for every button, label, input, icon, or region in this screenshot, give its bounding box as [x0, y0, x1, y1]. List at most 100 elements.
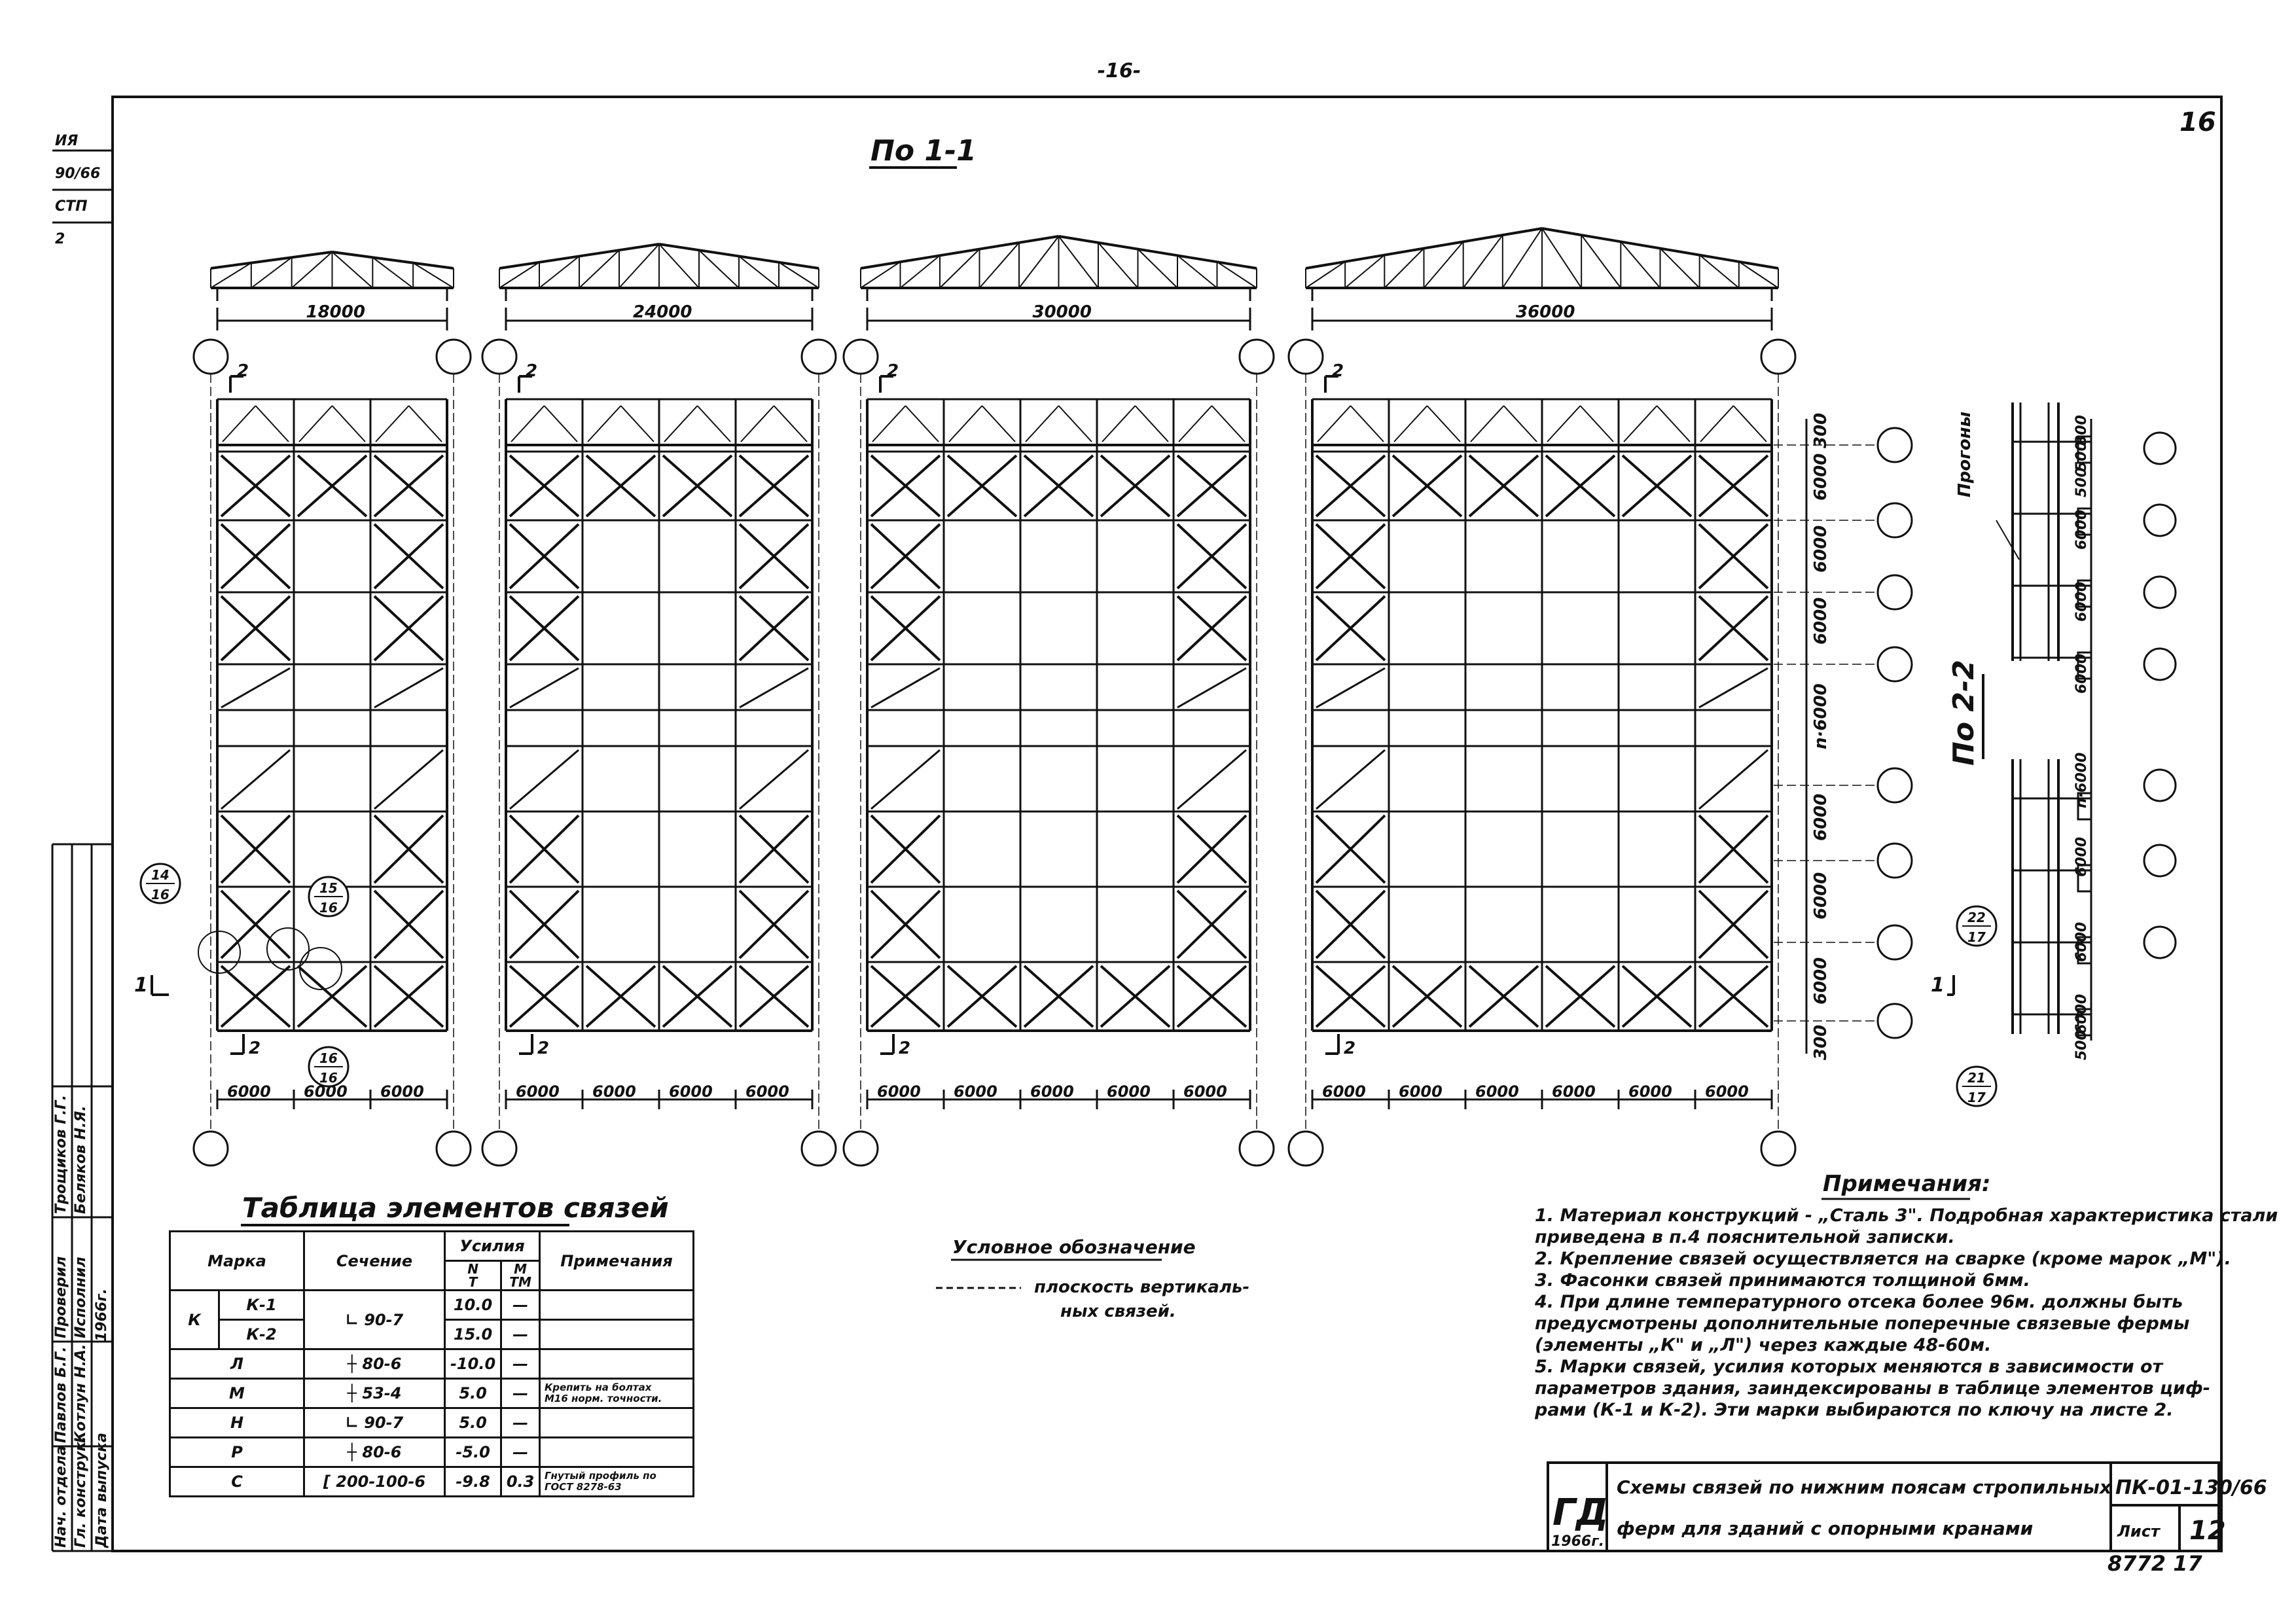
x-brace [509, 749, 579, 810]
axis-circle [800, 338, 837, 375]
band-diagonal [981, 405, 1016, 442]
band-diagonal [1503, 405, 1537, 442]
x-brace [509, 814, 580, 884]
x-brace [738, 454, 810, 518]
note-line: 4. При длине температурного отсека более… [1535, 1292, 2183, 1312]
strip-role: Нач. отдела [53, 1446, 69, 1548]
title-block-title-1: Схемы связей по нижним поясам стропильны… [1617, 1476, 2112, 1498]
truss-diagonal [658, 243, 700, 289]
band-diagonal [905, 405, 939, 442]
table-row: Л ┼ 80-6 -10.0 — [169, 1348, 694, 1380]
strip-role: Дата выпуска [94, 1433, 110, 1548]
legend-text-2: ных связей. [1060, 1302, 1176, 1321]
truss-diagonal [1344, 254, 1385, 289]
truss-diagonal [1581, 234, 1622, 289]
x-brace [509, 667, 579, 709]
x-brace [870, 523, 941, 590]
truss-diagonal [1018, 236, 1060, 289]
span-dimension: 36000 [1516, 302, 1575, 322]
x-brace [1023, 965, 1094, 1028]
truss-diagonal [899, 255, 941, 289]
axis-circle [2143, 844, 2177, 878]
callout-bottom: 16 [319, 1070, 338, 1086]
band-diagonal [1178, 405, 1213, 442]
table-row: К К-1 ∟ 90-7 10.0 — [169, 1289, 694, 1350]
x-brace [1698, 965, 1769, 1028]
truss-diagonal [698, 249, 740, 289]
callout-bottom: 17 [1967, 929, 1986, 945]
cell-section: [ 200-100-6 [303, 1466, 446, 1497]
bay-dimension: 6000 [1552, 1082, 1596, 1101]
axis-circle [2143, 768, 2177, 802]
cell-note [539, 1407, 694, 1438]
x-brace [738, 814, 810, 884]
bay-dimension: 6000 [1322, 1082, 1366, 1101]
axis-circle [2143, 431, 2177, 465]
x-brace [1545, 454, 1616, 518]
section-mark-label: 2 [887, 361, 899, 381]
table-row: М ┼ 53-4 5.0 — Крепить на болтах М16 нор… [169, 1378, 694, 1409]
cell-n: 5.0 [443, 1407, 503, 1438]
x-brace [1176, 814, 1247, 884]
band-diagonal [298, 405, 333, 442]
purlins-label: Прогоны [1955, 412, 1975, 497]
bay-dimension: 6000 [516, 1082, 560, 1101]
truss-diagonal [1216, 261, 1257, 289]
cell-n: 10.0 [443, 1289, 503, 1321]
band-diagonal [664, 405, 698, 442]
band-diagonal [1579, 405, 1614, 442]
x-brace [1176, 595, 1247, 662]
truss-diagonal [1098, 242, 1139, 289]
x-brace [373, 454, 444, 518]
cell-section: ∟ 90-7 [303, 1289, 446, 1350]
x-brace [1176, 889, 1247, 959]
cell-mark: М [169, 1378, 305, 1409]
section-dimension: 300 [2073, 415, 2090, 445]
band-diagonal [872, 405, 906, 442]
x-brace [739, 749, 809, 810]
band-diagonal [1350, 405, 1384, 442]
note-line: 1. Материал конструкций - „Сталь 3". Под… [1535, 1205, 2278, 1226]
axis-circle [1760, 1130, 1797, 1167]
notes-block: 1. Материал конструкций - „Сталь 3". Под… [1535, 1205, 2278, 1421]
x-brace [1023, 454, 1094, 518]
cell-n: 15.0 [443, 1319, 503, 1350]
cell-group: К [169, 1289, 220, 1350]
cell-note [539, 1436, 694, 1468]
cell-m: — [500, 1436, 541, 1468]
x-brace [739, 667, 809, 709]
callout-bottom: 16 [151, 887, 170, 902]
bay-dimension: 6000 [877, 1082, 921, 1101]
truss-top-chord [210, 251, 332, 270]
x-brace [1315, 814, 1386, 884]
truss-diagonal [251, 257, 293, 289]
axis-circle [1876, 1003, 1913, 1039]
band-diagonal [543, 405, 578, 442]
cell-note: Крепить на болтах М16 норм. точности. [539, 1378, 694, 1409]
cell-mark: К-1 [218, 1289, 305, 1321]
table-row: С [ 200-100-6 -9.8 0.3 Гнутый профиль по… [169, 1466, 694, 1497]
x-brace [738, 965, 810, 1028]
strip-role: Исполнил [73, 1257, 89, 1338]
axis-circle [800, 1130, 837, 1167]
callout-top: 22 [1967, 910, 1986, 925]
x-brace [1177, 667, 1247, 709]
legend-title: Условное обозначение [952, 1236, 1196, 1258]
x-brace [870, 667, 941, 709]
band-diagonal [222, 405, 257, 442]
section-mark-label: 2 [1332, 361, 1344, 381]
x-brace [738, 523, 810, 590]
axis-circle [2143, 925, 2177, 959]
detail-circle [198, 931, 241, 974]
x-brace [870, 749, 941, 810]
note-line: приведена в п.4 пояснительной записки. [1535, 1227, 1955, 1247]
page-number: -16- [1098, 60, 1141, 82]
cell-mark: К-2 [218, 1319, 305, 1350]
axis-circle [1238, 1130, 1275, 1167]
